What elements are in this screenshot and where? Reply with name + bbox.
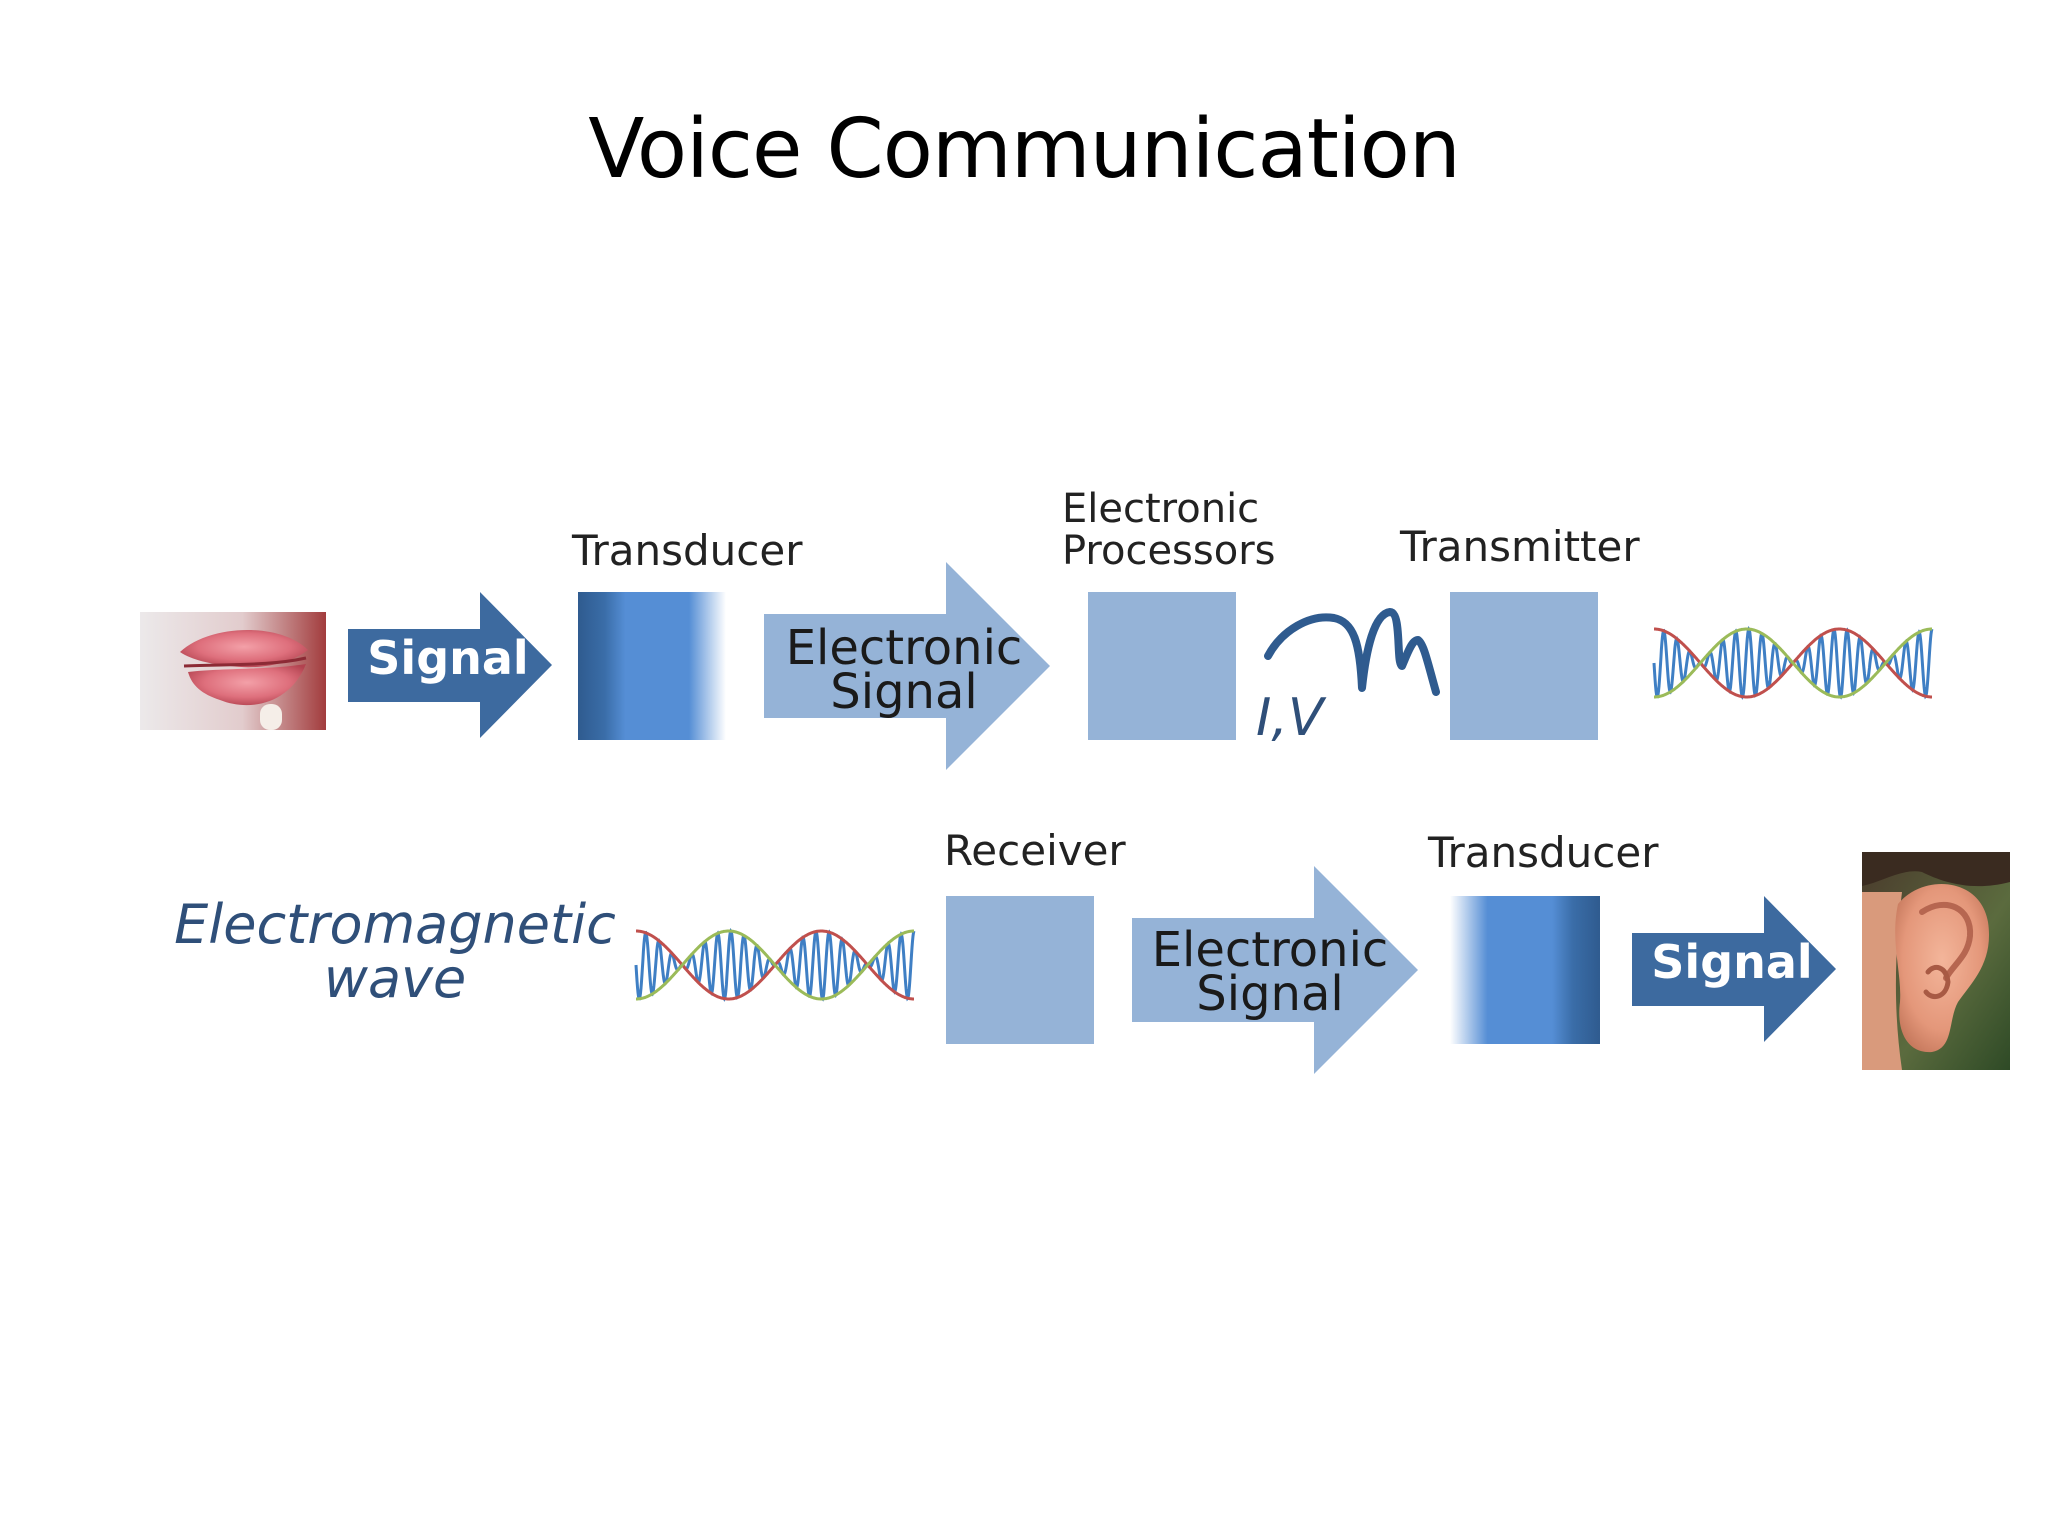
receiver-label: Receiver bbox=[944, 826, 1126, 875]
transmitter-label: Transmitter bbox=[1400, 522, 1640, 571]
sine-wave-icon-2 bbox=[634, 927, 916, 1002]
signal-arrow bbox=[348, 592, 552, 738]
transducer-label-2: Transducer bbox=[1428, 828, 1659, 877]
transducer-label: Transducer bbox=[572, 526, 803, 575]
processors-line2: Processors bbox=[1062, 528, 1276, 574]
transducer-block bbox=[578, 592, 726, 740]
electronic-signal-arrow-2-text: Electronic Signal bbox=[1130, 922, 1410, 1022]
mouth-photo bbox=[140, 612, 326, 730]
electronic-signal-arrow bbox=[764, 562, 1050, 770]
processors-label: Electronic Processors bbox=[1062, 488, 1276, 572]
signal-arrow-2 bbox=[1632, 896, 1836, 1042]
electronic-signal-arrow-2 bbox=[1132, 866, 1418, 1074]
ear-photo bbox=[1862, 852, 2010, 1070]
waveform-icon bbox=[1264, 608, 1440, 696]
signal-arrow-2-label: Signal bbox=[1651, 935, 1813, 989]
transducer-block-2 bbox=[1450, 896, 1600, 1044]
electronic-signal-2-line1: Electronic bbox=[1151, 922, 1389, 978]
electronic-signal-2-line2: Signal bbox=[1196, 966, 1344, 1022]
iv-label: I,V bbox=[1256, 688, 1324, 748]
em-wave-label: Electromagnetic wave bbox=[170, 898, 620, 1006]
em-wave-line2: wave bbox=[323, 947, 467, 1010]
signal-arrow-label: Signal bbox=[367, 631, 529, 685]
receiver-box bbox=[946, 896, 1094, 1044]
sine-wave-icon bbox=[1652, 625, 1934, 700]
slide-title: Voice Communication bbox=[588, 102, 1461, 197]
electronic-signal-arrow-text: Electronic Signal bbox=[764, 620, 1044, 720]
processors-box bbox=[1088, 592, 1236, 740]
electronic-signal-line2: Signal bbox=[830, 664, 978, 720]
processors-line1: Electronic bbox=[1062, 486, 1260, 532]
electronic-signal-line1: Electronic bbox=[785, 620, 1023, 676]
transmitter-box bbox=[1450, 592, 1598, 740]
em-wave-line1: Electromagnetic bbox=[174, 893, 616, 956]
